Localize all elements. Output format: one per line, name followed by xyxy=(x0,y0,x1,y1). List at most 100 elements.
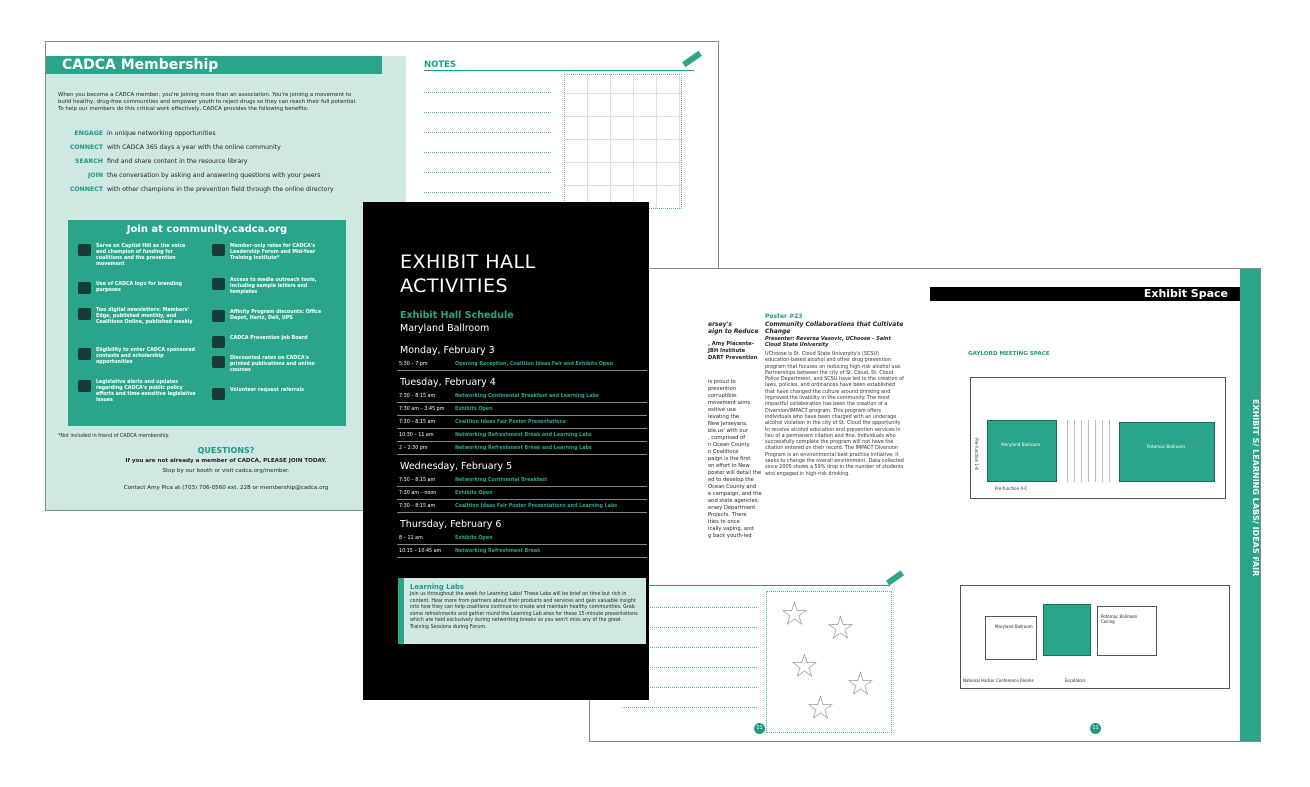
meeting-rooms-block xyxy=(1061,420,1115,482)
membership-panel: CADCA Membership When you become a CADCA… xyxy=(46,56,406,510)
schedule-subtitle: Exhibit Hall Schedule xyxy=(400,310,514,321)
notes-label: NOTES xyxy=(424,60,457,70)
side-tab xyxy=(1240,269,1260,741)
note-line xyxy=(622,707,757,708)
left-body-line: g back youth-led xyxy=(708,533,752,539)
hand-icon xyxy=(212,388,225,400)
note-line xyxy=(424,92,551,93)
feature-item: Eligibility to enter CADCA sponsored con… xyxy=(78,348,196,366)
footnote: *Not included in friend of CADCA members… xyxy=(58,434,169,439)
map-label: Potomac Ballroom xyxy=(1147,444,1186,449)
megaphone-icon xyxy=(78,244,91,256)
potomac-ballroom-lower xyxy=(1097,606,1157,656)
gaylord-floor-map: Maryland Ballroom Potomac Ballroom Stage… xyxy=(970,377,1226,499)
left-body-line: paign is the first xyxy=(708,456,751,462)
learning-labs-title: Learning Labs xyxy=(410,583,464,591)
feature-item: Discounted rates on CADCA's printed publ… xyxy=(212,356,330,374)
left-body-line: n Ocean County xyxy=(708,442,750,448)
day-heading: Thursday, February 6 xyxy=(400,519,502,530)
feature-item: Member-only rates for CADCA's Leadership… xyxy=(212,244,330,262)
left-body-line: ities to once xyxy=(708,519,740,525)
poster-heading: Poster #23 xyxy=(765,313,803,320)
map-label: Maryland Ballroom xyxy=(1001,442,1041,447)
learning-labs-box: Learning Labs Join us throughout the wee… xyxy=(398,578,646,644)
left-body-line: ically vaping, and xyxy=(708,526,754,532)
left-body-line: Projects. There xyxy=(708,512,747,518)
join-box: Join at community.cadca.org Serve on Cap… xyxy=(68,220,346,426)
day-heading: Wednesday, February 5 xyxy=(400,461,513,472)
left-body-line: , comprised of xyxy=(708,435,746,441)
left-body-line: prevention xyxy=(708,386,736,392)
map-label: Maryland Ballroom xyxy=(995,624,1033,629)
side-tab-label: EXHIBIT S/ LEARNING LABS/ IDEAS FAIR xyxy=(1251,399,1260,577)
left-body-line: ersey Department xyxy=(708,505,756,511)
page-number: 11 xyxy=(754,723,765,734)
feature-item: Affinity Program discounts: Office Depot… xyxy=(212,310,330,322)
map-title: GAYLORD MEETING SPACE xyxy=(968,351,1050,357)
left-body-line: and state agencies, xyxy=(708,498,759,504)
notes-rule xyxy=(622,585,890,586)
note-line xyxy=(424,112,551,113)
membership-title: CADCA Membership xyxy=(46,56,382,74)
join-title: Join at community.cadca.org xyxy=(126,224,288,235)
feature-item: Use of CADCA logo for branding purposes xyxy=(78,282,196,294)
left-body-line: levating the xyxy=(708,414,740,420)
questions-line: If you are not already a member of CADCA… xyxy=(125,458,327,464)
envelope-icon xyxy=(78,308,91,320)
feature-item: Two digital newsletters: Members' Edge, … xyxy=(78,308,196,326)
poster-presenter: Presenter: Reverea Vasovic, UChoose – Sa… xyxy=(765,336,891,348)
left-body-line: n Coalitions xyxy=(708,449,739,455)
note-line xyxy=(622,687,757,688)
left-body-line: ositive use xyxy=(708,407,736,413)
note-line xyxy=(622,627,757,628)
left-body-line: on effort in New xyxy=(708,463,750,469)
left-body-line: New Jerseyans. xyxy=(708,421,748,427)
left-body-line: ed to develop the xyxy=(708,477,754,483)
note-line xyxy=(424,152,551,153)
note-line xyxy=(622,607,757,608)
left-body-line: Ocean County and xyxy=(708,484,757,490)
ticket-icon xyxy=(78,348,91,360)
laptop-icon xyxy=(212,244,225,256)
contact-line: Contact Amy Pica at (703) 706-0560 ext. … xyxy=(123,485,329,491)
ribbon-icon xyxy=(212,310,225,322)
page-number: 11 xyxy=(1090,723,1101,734)
map-label: Potomac Ballroom Ceiling xyxy=(1101,614,1138,624)
pencil-icon xyxy=(885,570,905,586)
left-body-line: movement aims xyxy=(708,400,751,406)
exhibit-space-title: Exhibit Space xyxy=(930,287,1240,301)
feature-item: Volunteer request referrals xyxy=(212,388,330,400)
note-line xyxy=(622,647,757,648)
feature-item: Access to media outreach tools, includin… xyxy=(212,278,330,296)
potomac-ballroom-room xyxy=(1119,422,1215,482)
learning-labs-body: Join us throughout the week for Learning… xyxy=(410,592,638,630)
note-line xyxy=(424,192,551,193)
star-icon: ★ xyxy=(827,611,855,646)
map-label: Pre-function 1-6 xyxy=(974,438,979,470)
left-body-line: ble.us' with our xyxy=(708,428,748,434)
questions-line: Stop by our booth or visit cadca.org/mem… xyxy=(162,468,290,474)
feature-item: CADCA Prevention Job Board xyxy=(212,336,330,348)
feature-item: Legislative alerts and updates regarding… xyxy=(78,380,196,404)
day-heading: Monday, February 3 xyxy=(400,345,495,356)
left-body-line: e campaign, and the xyxy=(708,491,762,497)
map-label: National Harbor Conference Rooms xyxy=(963,678,1034,683)
maryland-ballroom-room xyxy=(987,420,1057,482)
star-icon: ★ xyxy=(847,667,875,702)
star-notes-area: ★ ★ ★ ★ ★ xyxy=(766,591,892,733)
